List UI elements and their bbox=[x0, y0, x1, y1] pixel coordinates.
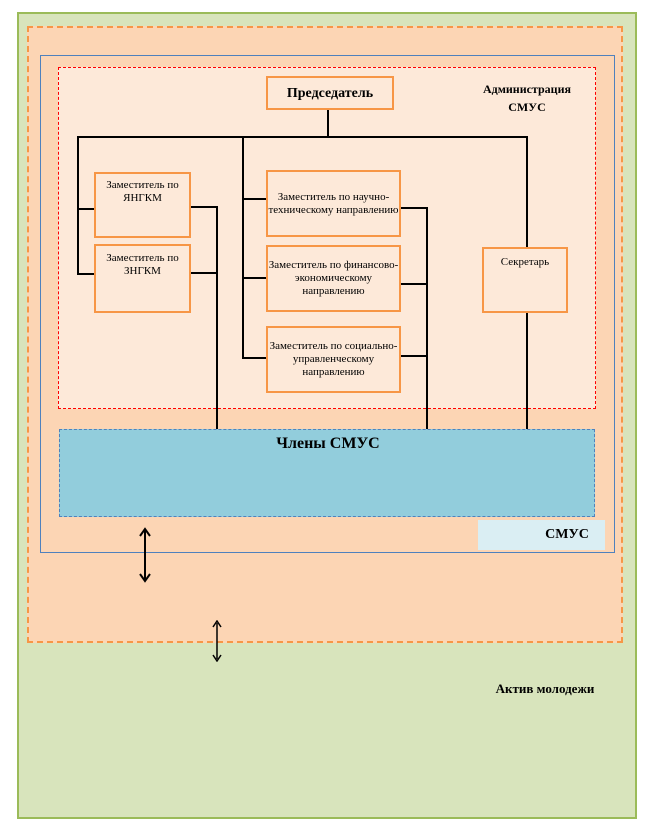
connector-left-to-zngkm bbox=[77, 273, 95, 275]
connector-center-to-deputy-3 bbox=[242, 357, 267, 359]
connector-center-vertical bbox=[242, 136, 244, 358]
connector-zngkm-right bbox=[190, 272, 218, 274]
connector-left-deputies-to-members bbox=[216, 206, 218, 430]
connector-center-to-deputy-1 bbox=[242, 198, 267, 200]
connector-right-vertical bbox=[526, 136, 528, 248]
members-label: Члены СМУС bbox=[276, 435, 380, 452]
smus-label-box bbox=[478, 520, 605, 550]
double-arrow-upper bbox=[139, 527, 151, 583]
deputy-yangkm-box: Заместитель по ЯНГКМ bbox=[94, 172, 191, 238]
connector-center-to-deputy-2 bbox=[242, 277, 267, 279]
deputy-zngkm-label: Заместитель по ЗНГКМ bbox=[106, 252, 179, 277]
connector-deputy-2-right bbox=[400, 283, 428, 285]
deputy-finance-box: Заместитель по финансово-экономическому … bbox=[266, 245, 401, 312]
youth-active-label: Актив молодежи bbox=[495, 681, 595, 696]
deputy-social-label: Заместитель по социально-управленческому… bbox=[269, 340, 398, 378]
deputy-science-label: Заместитель по научно-техническому напра… bbox=[268, 190, 399, 216]
chairman-label: Председатель bbox=[286, 85, 374, 101]
double-arrow-lower bbox=[212, 620, 222, 662]
connector-left-vertical bbox=[77, 136, 79, 274]
smus-label: СМУС bbox=[545, 527, 589, 542]
connector-left-to-yangkm bbox=[77, 208, 95, 210]
connector-yangkm-right bbox=[190, 206, 218, 208]
deputy-zngkm-box: Заместитель по ЗНГКМ bbox=[94, 244, 191, 313]
deputy-science-box: Заместитель по научно-техническому напра… bbox=[266, 170, 401, 237]
secretary-label: Секретарь bbox=[500, 256, 550, 268]
connector-deputy-1-right bbox=[400, 207, 428, 209]
smus-zone bbox=[40, 55, 615, 553]
connector-chair-down bbox=[327, 110, 329, 137]
deputy-finance-label: Заместитель по финансово-экономическому … bbox=[268, 259, 399, 297]
connector-top-bus bbox=[77, 136, 528, 138]
members-box bbox=[59, 429, 595, 517]
deputy-yangkm-label: Заместитель по ЯНГКМ bbox=[106, 179, 179, 204]
connector-deputy-3-right bbox=[400, 355, 428, 357]
connector-secretary-to-members bbox=[526, 313, 528, 430]
connector-center-deputies-to-members bbox=[426, 207, 428, 430]
chairman-box: Председатель bbox=[266, 76, 394, 110]
administration-label: Администрация СМУС bbox=[482, 82, 571, 114]
deputy-social-box: Заместитель по социально-управленческому… bbox=[266, 326, 401, 393]
secretary-box: Секретарь bbox=[482, 247, 568, 313]
